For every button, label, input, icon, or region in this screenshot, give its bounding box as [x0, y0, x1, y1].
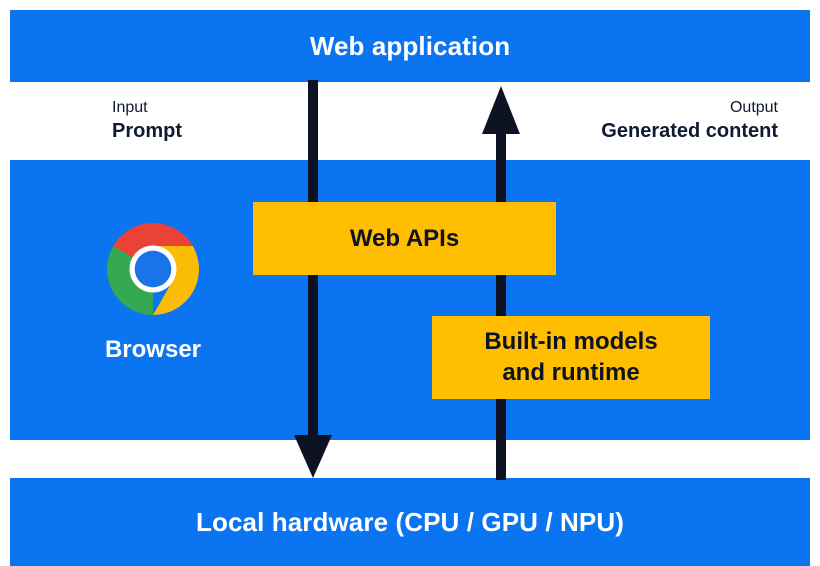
box-web-apis: Web APIs: [253, 202, 556, 275]
output-label: Output: [729, 99, 778, 116]
box-builtin-models-and-runtime: Built-in models and runtime: [432, 316, 710, 399]
browser-group: Browser: [68, 222, 238, 364]
band-local-hardware: Local hardware (CPU / GPU / NPU): [10, 478, 810, 566]
box-builtin-models-line1: Built-in models: [484, 327, 658, 355]
band-web-application-label: Web application: [309, 31, 511, 61]
band-web-application: Web application: [10, 10, 810, 82]
caption-output-generated-content: Output Generated content: [601, 99, 778, 143]
box-builtin-models-label: Built-in models and runtime: [484, 327, 657, 388]
box-builtin-models-line2: and runtime: [502, 358, 640, 386]
arrow-up-icon: [482, 86, 520, 480]
arrow-down-icon: [294, 80, 332, 478]
chrome-logo-icon: [106, 222, 200, 316]
input-label: Input: [112, 99, 148, 116]
box-web-apis-label: Web APIs: [349, 224, 460, 252]
browser-label: Browser: [104, 336, 202, 363]
output-value: Generated content: [601, 119, 778, 142]
caption-input-prompt: Input Prompt: [112, 99, 182, 143]
band-local-hardware-label: Local hardware (CPU / GPU / NPU): [196, 507, 624, 537]
input-value: Prompt: [112, 119, 182, 142]
